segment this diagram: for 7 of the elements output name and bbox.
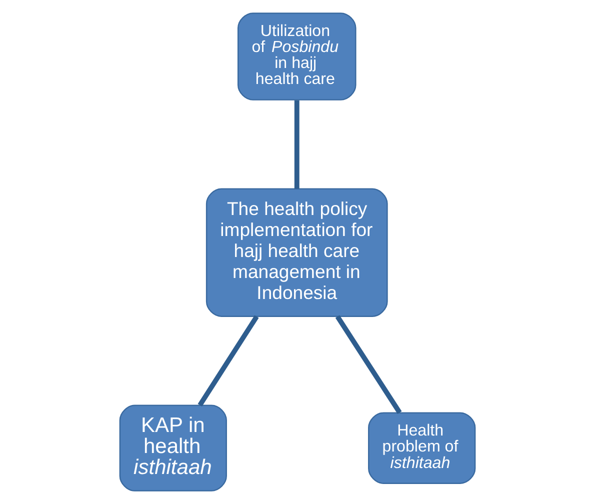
node-box: The health policy implementation for hajj health care management in Indonesia <box>205 188 388 317</box>
connector <box>294 100 299 189</box>
connector <box>334 315 402 414</box>
node-box: KAP in health isthitaah <box>118 404 226 492</box>
node-box: Health problem of isthitaah <box>368 412 476 484</box>
node-box: Utilization of Posbindu in hajj health care <box>237 12 356 100</box>
connector <box>197 315 258 407</box>
